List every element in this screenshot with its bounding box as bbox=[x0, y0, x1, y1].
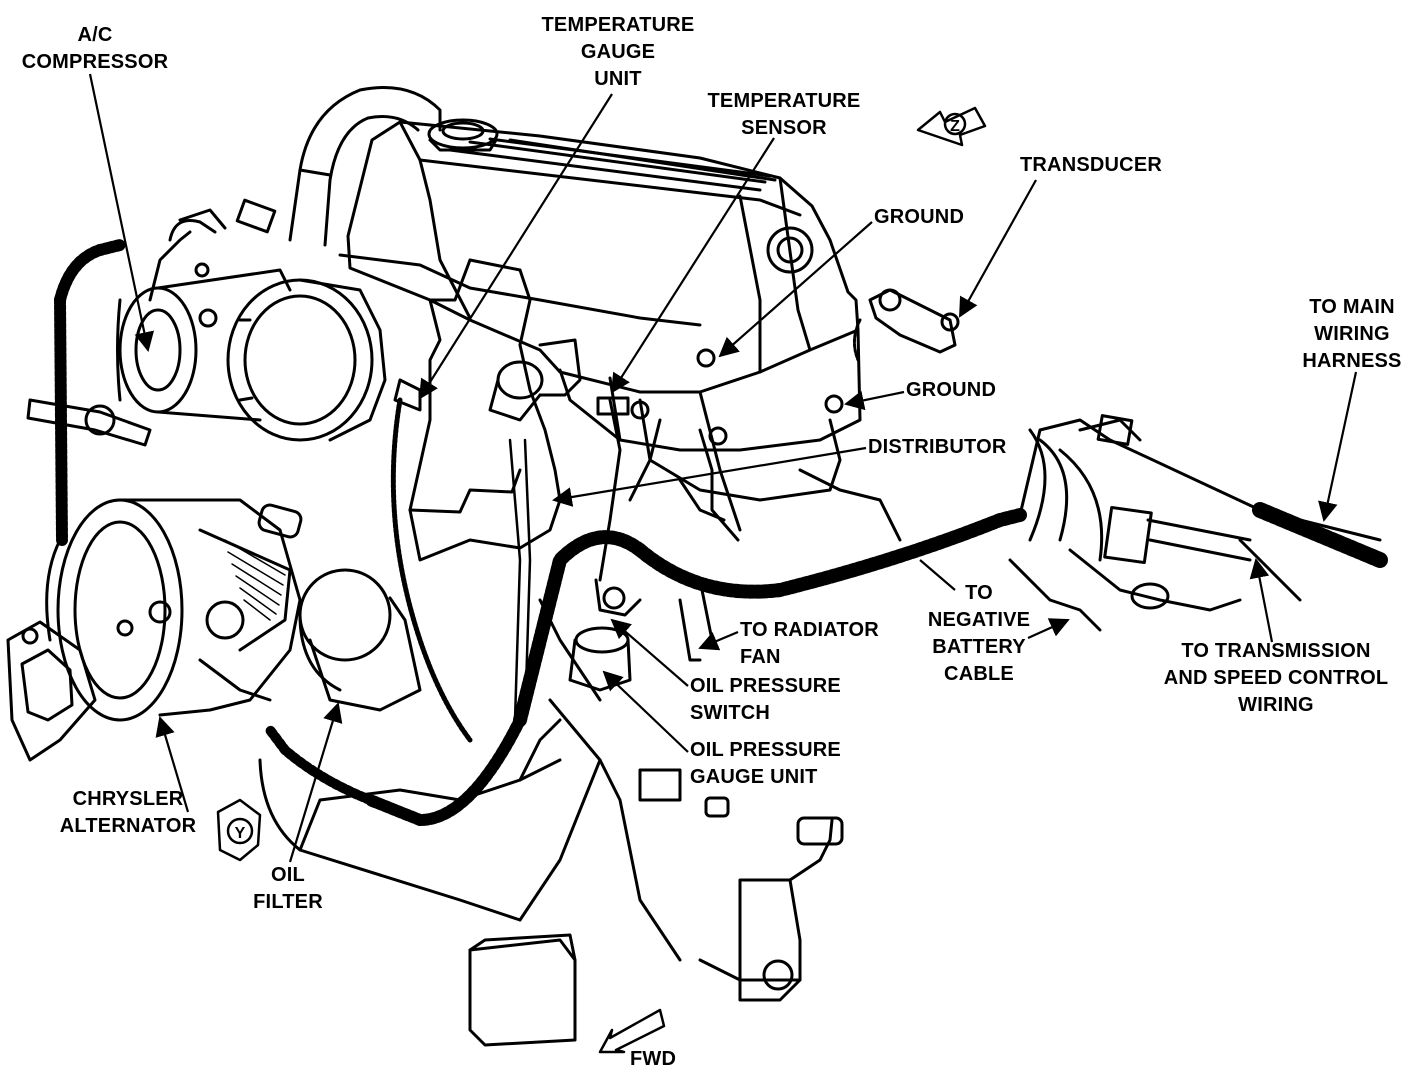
label-oil-filter-line-2: FILTER bbox=[253, 891, 323, 913]
leader-oil-filter bbox=[288, 702, 343, 863]
leader-temp-sensor bbox=[610, 137, 775, 394]
label-to-negative-battery-line-3: BATTERY bbox=[932, 636, 1026, 658]
lower-bracket bbox=[468, 698, 844, 1047]
label-chrysler-alternator-line-2: ALTERNATOR bbox=[59, 815, 197, 837]
temp-sensor-art bbox=[596, 348, 844, 420]
label-chrysler-alternator: CHRYSLER ALTERNATOR bbox=[52, 786, 204, 840]
label-distributor-line-1: DISTRIBUTOR bbox=[868, 436, 1007, 458]
leader-lines bbox=[88, 73, 1358, 863]
ac-compressor-art bbox=[116, 198, 292, 422]
leader-negative-battery bbox=[1027, 618, 1070, 640]
label-to-negative-battery-line-1: TO bbox=[965, 582, 993, 604]
label-to-transmission: TO TRANSMISSION AND SPEED CONTROL WIRING bbox=[1146, 638, 1406, 719]
label-to-radiator-fan-line-2: FAN bbox=[740, 646, 781, 668]
oil-filter-art bbox=[298, 568, 422, 712]
intake-tube bbox=[288, 86, 442, 247]
label-oil-filter-line-1: OIL bbox=[271, 864, 305, 886]
label-to-main-harness-line-1: TO MAIN bbox=[1309, 296, 1395, 318]
wiring-harness-art bbox=[265, 414, 1388, 826]
label-oil-pressure-switch-line-1: OIL PRESSURE bbox=[690, 675, 841, 697]
label-temp-gauge-unit-line-1: TEMPERATURE bbox=[541, 14, 695, 36]
transducer-art bbox=[853, 288, 960, 362]
alternator-art bbox=[45, 498, 303, 722]
leader-oil-gauge bbox=[602, 670, 689, 753]
leader-ground-mid bbox=[844, 390, 905, 411]
drive-belt bbox=[54, 239, 126, 546]
label-oil-pressure-gauge-unit: OIL PRESSURE GAUGE UNIT bbox=[690, 737, 841, 791]
engine-block bbox=[408, 258, 902, 702]
label-temp-gauge-unit-line-3: UNIT bbox=[594, 68, 642, 90]
left-bracket bbox=[6, 620, 97, 762]
label-temp-sensor-line-2: SENSOR bbox=[741, 117, 827, 139]
leader-transducer bbox=[959, 179, 1037, 318]
label-temp-gauge-unit: TEMPERATURE GAUGE UNIT bbox=[530, 12, 706, 93]
label-to-negative-battery-line-4: CABLE bbox=[944, 663, 1014, 685]
label-temp-sensor-line-1: TEMPERATURE bbox=[707, 90, 861, 112]
label-distributor: DISTRIBUTOR bbox=[868, 434, 1007, 461]
label-ac-compressor-line-2: COMPRESSOR bbox=[21, 51, 169, 73]
label-to-main-harness-line-2: WIRING bbox=[1314, 323, 1390, 345]
label-oil-pressure-gauge-unit-line-1: OIL PRESSURE bbox=[690, 739, 841, 761]
z-view-letter: Z bbox=[950, 118, 960, 135]
label-temp-gauge-unit-line-2: GAUGE bbox=[580, 41, 656, 63]
label-to-transmission-line-1: TO TRANSMISSION bbox=[1181, 640, 1371, 662]
oil-pan bbox=[258, 718, 562, 922]
label-oil-filter: OIL FILTER bbox=[238, 862, 338, 916]
y-view-letter: Y bbox=[235, 825, 246, 842]
label-to-negative-battery-line-2: NEGATIVE bbox=[927, 609, 1031, 631]
label-to-negative-battery: TO NEGATIVE BATTERY CABLE bbox=[906, 580, 1052, 688]
label-oil-pressure-gauge-unit-line-2: GAUGE UNIT bbox=[690, 766, 818, 788]
label-to-transmission-line-3: WIRING bbox=[1238, 694, 1314, 716]
leader-alternator bbox=[155, 716, 190, 813]
leader-transmission bbox=[1249, 558, 1274, 643]
fwd-arrow-shape bbox=[598, 1008, 666, 1054]
label-to-radiator-fan: TO RADIATOR FAN bbox=[740, 617, 879, 671]
label-oil-pressure-switch: OIL PRESSURE SWITCH bbox=[690, 673, 841, 727]
valve-cover bbox=[338, 118, 860, 394]
leader-to-main bbox=[1318, 371, 1358, 522]
label-ac-compressor-line-1: A/C bbox=[77, 24, 113, 46]
leader-radiator-fan bbox=[698, 630, 739, 651]
label-ground-top-line-1: GROUND bbox=[874, 206, 965, 228]
label-ground-mid: GROUND bbox=[906, 377, 996, 404]
label-ac-compressor: A/C COMPRESSOR bbox=[20, 22, 170, 76]
leader-ground-top bbox=[718, 221, 873, 358]
oil-pressure-parts bbox=[568, 578, 714, 692]
label-to-main-harness: TO MAIN WIRING HARNESS bbox=[1296, 294, 1408, 375]
z-view-arrow-shape bbox=[916, 106, 987, 147]
label-ground-top: GROUND bbox=[874, 204, 964, 231]
mounting-strap bbox=[26, 398, 152, 447]
label-temp-sensor: TEMPERATURE SENSOR bbox=[696, 88, 872, 142]
pulley-art bbox=[226, 278, 387, 442]
label-to-main-harness-line-3: HARNESS bbox=[1302, 350, 1402, 372]
label-ground-mid-line-1: GROUND bbox=[906, 379, 997, 401]
label-fwd: FWD bbox=[630, 1046, 676, 1073]
leader-temp-gauge-unit bbox=[418, 93, 613, 400]
label-to-radiator-fan-line-1: TO RADIATOR bbox=[740, 619, 879, 641]
label-oil-pressure-switch-line-2: SWITCH bbox=[690, 702, 771, 724]
label-fwd-line-1: FWD bbox=[630, 1048, 677, 1070]
label-transducer-line-1: TRANSDUCER bbox=[1020, 154, 1162, 176]
leader-oil-switch bbox=[610, 618, 689, 687]
label-to-transmission-line-2: AND SPEED CONTROL bbox=[1163, 667, 1389, 689]
label-transducer: TRANSDUCER bbox=[1020, 152, 1162, 179]
leader-distributor bbox=[552, 446, 867, 507]
label-chrysler-alternator-line-1: CHRYSLER bbox=[72, 788, 184, 810]
y-view-arrow-shape bbox=[216, 798, 262, 862]
leader-to-negative-top bbox=[919, 559, 956, 591]
leader-ac-compressor bbox=[88, 73, 155, 352]
